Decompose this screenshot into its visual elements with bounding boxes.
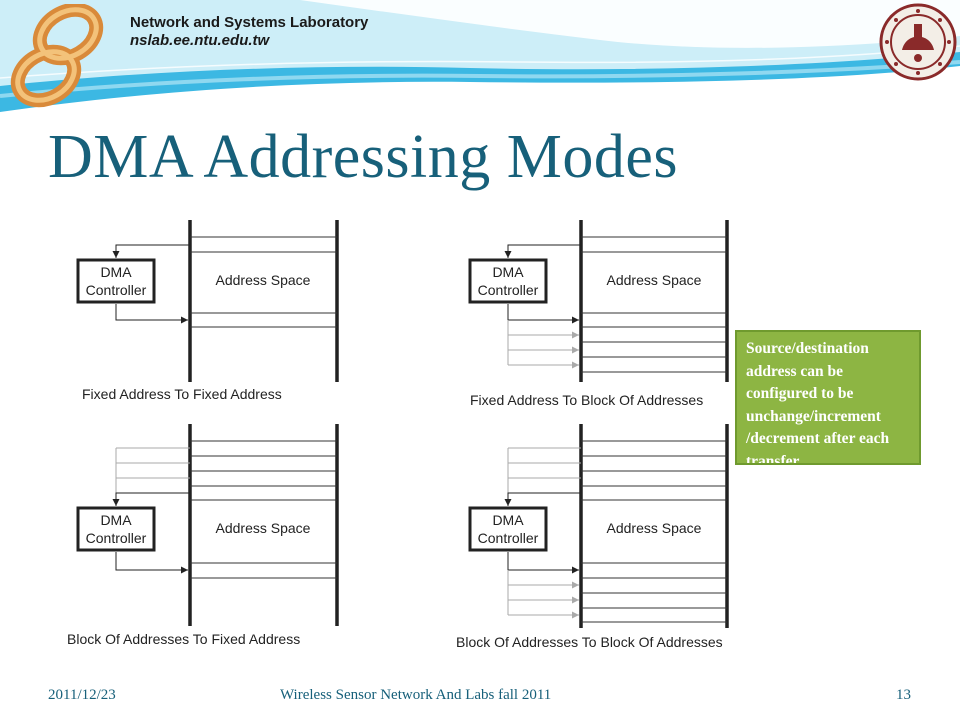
address-space-label: Address Space [216, 272, 311, 288]
address-space-label: Address Space [216, 520, 311, 536]
footer-date: 2011/12/23 [48, 687, 116, 703]
dma-controller-label: DMA [100, 264, 132, 280]
footer-page-number: 13 [896, 687, 911, 703]
diagram-caption: Block Of Addresses To Fixed Address [67, 631, 300, 647]
diagram-block-to-fixed: DMA Controller Address Space Block Of Ad… [67, 424, 339, 647]
header-wave-background [0, 0, 960, 112]
address-space-label: Address Space [607, 272, 702, 288]
dma-controller-label: Controller [478, 530, 539, 546]
lab-name: Network and Systems Laboratory [130, 14, 369, 31]
infinity-logo-icon [10, 4, 104, 108]
note-callout: Source/destination address can be config… [735, 330, 921, 465]
dma-controller-label: Controller [86, 530, 147, 546]
diagram-caption: Fixed Address To Fixed Address [82, 386, 282, 402]
dma-controller-label: Controller [478, 282, 539, 298]
footer-course: Wireless Sensor Network And Labs fall 20… [280, 687, 552, 703]
lab-url: nslab.ee.ntu.edu.tw [130, 32, 270, 49]
diagram-block-to-block: DMA Controller Address Space Block Of Ad… [456, 424, 729, 650]
diagram-caption: Fixed Address To Block Of Addresses [470, 392, 703, 408]
university-seal-icon [879, 3, 957, 81]
diagram-fixed-to-fixed: DMA Controller Address Space Fixed Addre… [76, 220, 339, 402]
dma-controller-label: DMA [100, 512, 132, 528]
dma-controller-label: Controller [86, 282, 147, 298]
address-space-label: Address Space [607, 520, 702, 536]
dma-controller-label: DMA [492, 264, 524, 280]
diagram-fixed-to-block: DMA Controller Address Space Fixed Addre… [468, 220, 729, 408]
diagram-caption: Block Of Addresses To Block Of Addresses [456, 634, 723, 650]
slide-title: DMA Addressing Modes [48, 123, 679, 191]
dma-controller-label: DMA [492, 512, 524, 528]
